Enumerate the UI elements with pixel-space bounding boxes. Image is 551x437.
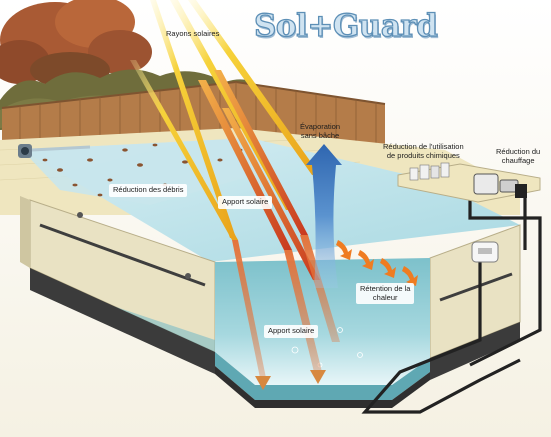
evaporation-arrow	[306, 144, 342, 288]
label-evaporation-line1: Évaporation	[300, 122, 341, 131]
label-reduction-debris: Réduction des débris	[109, 184, 188, 197]
label-reduction-chauffage-line1: Réduction du	[496, 147, 541, 156]
return-jet	[77, 212, 83, 218]
label-retention-line2: chaleur	[372, 292, 398, 302]
label-evaporation: Évaporation sans bâche	[300, 122, 341, 140]
label-apport-solaire-bottom: Apport solaire	[264, 325, 319, 338]
label-reduction-chauffage-line2: chauffage	[501, 155, 535, 165]
label-reduction-chimiques: Réduction de l'utilisation de produits c…	[383, 142, 464, 160]
skimmer	[471, 241, 499, 263]
equipment-pad	[397, 162, 541, 203]
label-rayons-solaires: Rayons solaires	[166, 29, 220, 38]
cover-reel	[18, 144, 91, 158]
label-reduction-chauffage: Réduction du chauffage	[496, 147, 541, 165]
label-reduction-chimiques-line2: de produits chimiques	[386, 150, 460, 160]
label-evaporation-line2: sans bâche	[300, 130, 340, 140]
label-apport-solaire-top: Apport solaire	[218, 196, 273, 209]
sun-rays	[130, 0, 340, 390]
label-retention-chaleur: Rétention de la chaleur	[356, 283, 415, 305]
label-reduction-chimiques-line1: Réduction de l'utilisation	[383, 142, 464, 151]
brand-logo: Sol+Guard	[253, 7, 438, 44]
label-retention-line1: Rétention de la	[360, 284, 411, 293]
heat-retention-arrows	[336, 240, 418, 286]
